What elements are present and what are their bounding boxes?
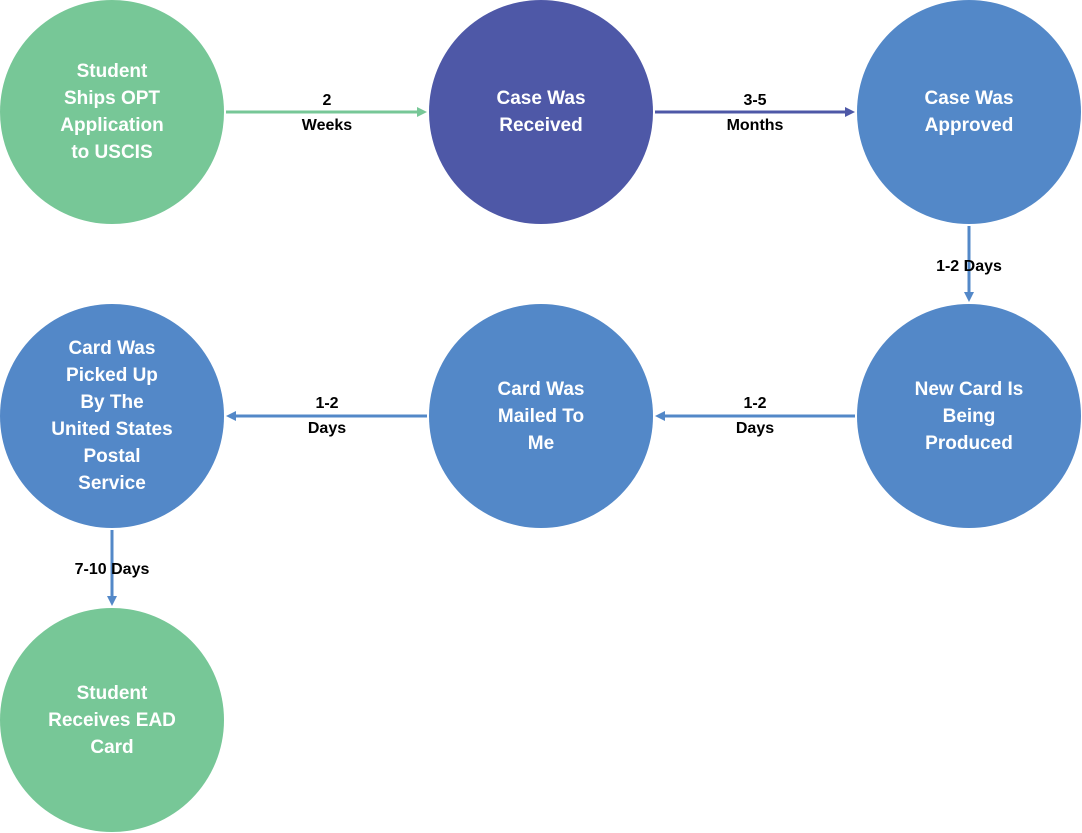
arrowhead-icon [964,292,974,302]
edge-label-duration: 7-10 Days [74,560,150,578]
node-label: Case Was Approved [924,88,1014,136]
node-case-received: Case Was Received [429,0,653,224]
node-label: Student Receives EAD Card [48,682,176,758]
node-label: New Card Is Being Produced [914,378,1024,454]
arrowhead-icon [845,107,855,117]
edge-label-duration: 1-2 Days [735,395,775,437]
node-card-being-produced: New Card Is Being Produced [857,304,1081,528]
edge-label-duration: 2 Weeks [301,92,353,134]
node-label: Student Ships OPT Application to USCIS [60,61,164,163]
edge-label-duration: 1-2 Days [307,395,347,437]
edge-label-duration: 3-5 Months [726,92,784,134]
node-student-receives-card: Student Receives EAD Card [0,608,224,832]
arrowhead-icon [655,411,665,421]
node-student-ships-application: Student Ships OPT Application to USCIS [0,0,224,224]
edge-label-duration: 1-2 Days [936,257,1002,275]
arrowhead-icon [226,411,236,421]
node-card-mailed: Card Was Mailed To Me [429,304,653,528]
node-case-approved: Case Was Approved [857,0,1081,224]
node-label: Case Was Received [496,88,586,136]
arrowhead-icon [417,107,427,117]
node-card-picked-up-usps: Card Was Picked Up By The United States … [0,304,224,528]
node-label: Card Was Picked Up By The United States … [51,338,173,494]
arrowhead-icon [107,596,117,606]
node-label: Card Was Mailed To Me [497,378,585,454]
